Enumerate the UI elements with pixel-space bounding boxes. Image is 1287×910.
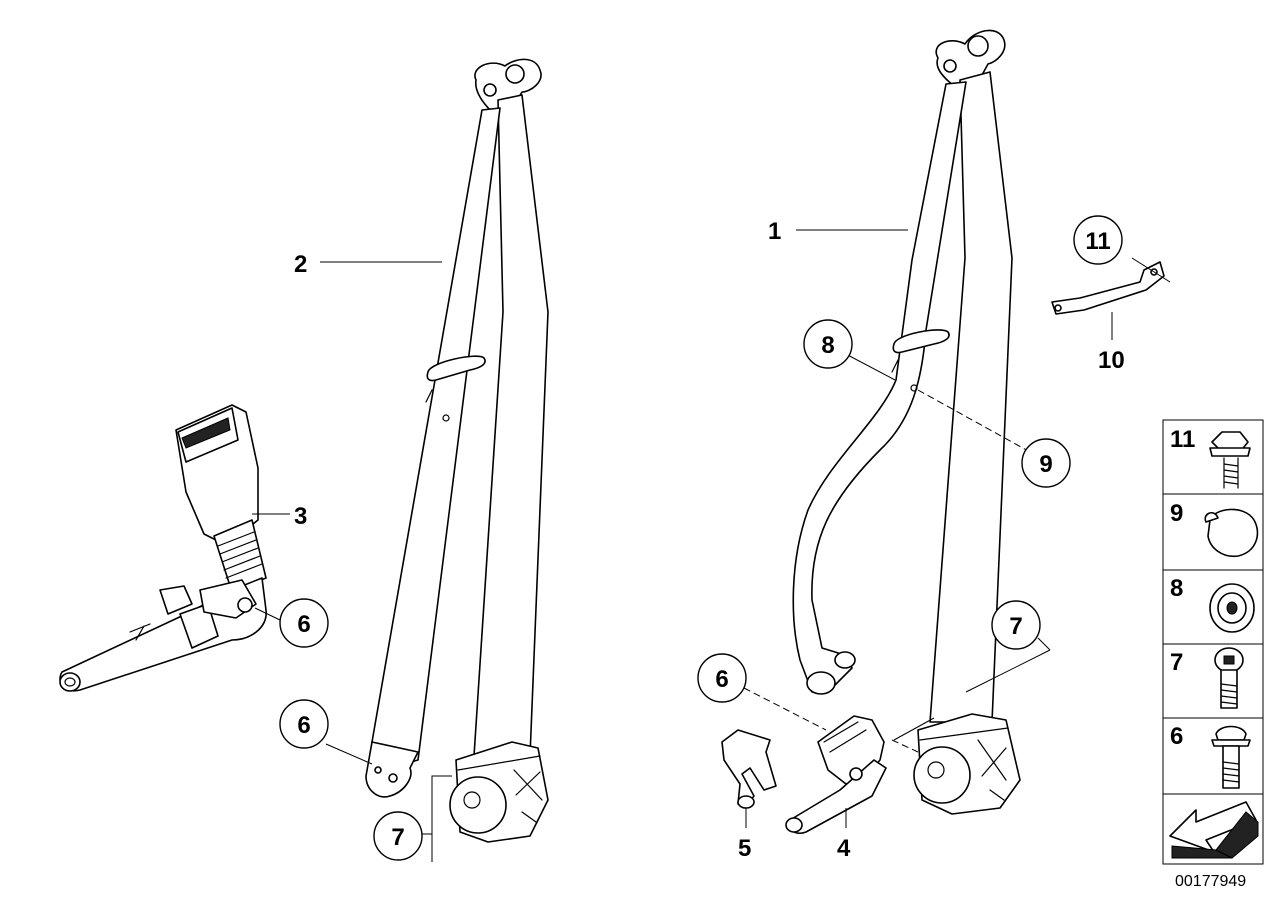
legend-row-8: 8	[1162, 569, 1264, 645]
legend-row-9: 9	[1162, 493, 1264, 571]
clip-5	[721, 729, 777, 809]
callout-6-left-anchor: 6	[279, 699, 329, 749]
callout-6-buckle: 6	[279, 598, 329, 648]
legend-label-7: 7	[1170, 649, 1183, 676]
svg-text:7: 7	[1009, 613, 1022, 640]
leader-lines	[252, 229, 1171, 862]
legend-label-11: 11	[1170, 426, 1195, 453]
svg-text:11: 11	[1085, 228, 1110, 255]
belt-buckle	[59, 404, 267, 692]
callout-7-right: 7	[991, 600, 1041, 650]
callout-11: 11	[1073, 215, 1123, 265]
svg-text:6: 6	[715, 666, 728, 693]
label-3: 3	[294, 503, 307, 530]
svg-text:6: 6	[297, 712, 310, 739]
label-4: 4	[837, 835, 851, 862]
callout-8: 8	[803, 319, 853, 369]
legend-row-6: 6	[1162, 717, 1264, 795]
label-2: 2	[294, 251, 307, 278]
belt-latch-4	[785, 715, 887, 835]
legend-row-11: 11	[1162, 419, 1264, 495]
label-1: 1	[768, 218, 781, 245]
legend-label-9: 9	[1170, 500, 1183, 527]
label-5: 5	[738, 835, 751, 862]
support-bar-10	[1051, 261, 1165, 315]
legend-label-8: 8	[1170, 575, 1183, 602]
callout-6-right: 6	[697, 653, 747, 703]
svg-text:8: 8	[821, 332, 834, 359]
fastener-legend: 11 9 8 7	[1162, 419, 1264, 865]
callout-labels: 2 1 3 10 5 4 6 6 7 8 9 11	[279, 215, 1125, 862]
document-number: 00177949	[1175, 873, 1246, 890]
callout-7-left: 7	[373, 811, 423, 861]
seat-belt-left	[365, 58, 549, 843]
legend-row-7: 7	[1162, 643, 1264, 719]
seat-belt-right	[792, 29, 1021, 815]
callout-9: 9	[1021, 438, 1071, 488]
svg-text:9: 9	[1039, 451, 1052, 478]
svg-text:7: 7	[391, 824, 404, 851]
svg-text:6: 6	[297, 611, 310, 638]
direction-arrow-box	[1162, 793, 1264, 865]
legend-label-6: 6	[1170, 723, 1183, 750]
label-10: 10	[1098, 347, 1125, 374]
